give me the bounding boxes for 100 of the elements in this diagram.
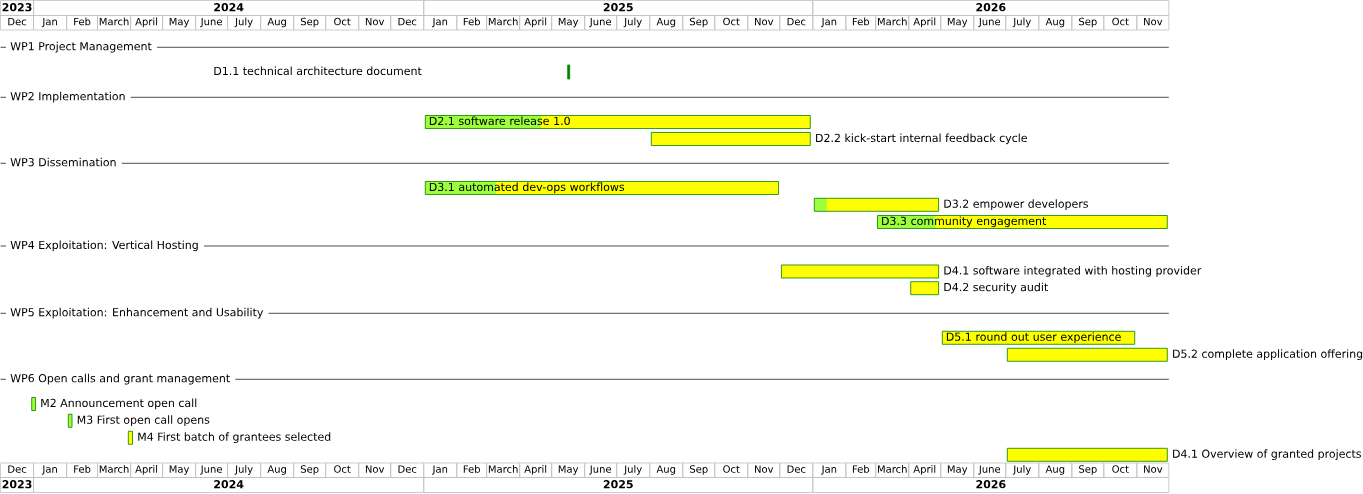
month-header-cell: March <box>875 462 910 478</box>
month-header-cell: May <box>162 15 196 31</box>
year-header-cell: 2026 <box>812 477 1170 493</box>
month-header-cell: Dec <box>0 15 34 31</box>
month-header-cell: Oct <box>1103 462 1138 478</box>
month-header-cell: Aug <box>649 462 684 478</box>
month-header-cell: March <box>486 15 521 31</box>
section-heading: WP4 Exploitation: Vertical Hosting <box>10 240 198 252</box>
month-header-cell: June <box>195 15 228 31</box>
month-header-cell: Nov <box>358 462 392 478</box>
task-label: M2 Announcement open call <box>41 398 197 410</box>
month-header-cell: April <box>519 15 553 31</box>
task-label: D4.2 security audit <box>944 282 1048 294</box>
month-header-cell: Nov <box>747 15 781 31</box>
month-header-cell: Jan <box>423 15 458 31</box>
month-header-cell: March <box>875 15 910 31</box>
month-header-cell: June <box>973 462 1007 478</box>
month-header-cell: July <box>227 462 261 478</box>
month-header-cell: Dec <box>779 462 814 478</box>
year-header-cell: 2026 <box>812 0 1170 16</box>
month-header-cell: Feb <box>845 462 877 478</box>
month-header-cell: May <box>940 462 975 478</box>
month-header-cell: Nov <box>1136 15 1170 31</box>
month-header-cell: Sep <box>1071 462 1105 478</box>
task-bar: D3.3 community engagement <box>877 215 1168 229</box>
task-label: D1.1 technical architecture document <box>214 66 422 76</box>
month-header-cell: Dec <box>0 462 34 478</box>
month-header-cell: Dec <box>390 462 425 478</box>
task-label: D2.2 kick-start internal feedback cycle <box>816 133 1027 145</box>
month-header-cell: Sep <box>682 462 716 478</box>
year-header-cell: 2025 <box>423 477 814 493</box>
task-label: M4 First batch of grantees selected <box>138 432 331 443</box>
task-label: D4.1 Overview of granted projects <box>1173 449 1361 460</box>
month-header-cell: Jan <box>33 462 67 478</box>
month-header-cell: May <box>551 15 586 31</box>
month-header-cell: Sep <box>682 15 716 31</box>
month-header-cell: March <box>486 462 521 478</box>
month-header-cell: Oct <box>325 462 360 478</box>
month-header-cell: Jan <box>33 15 67 31</box>
section-heading: WP1 Project Management <box>10 41 152 53</box>
task-label: D3.2 empower developers <box>944 199 1088 210</box>
month-header-cell: July <box>616 462 651 478</box>
month-header-cell: Sep <box>293 462 327 478</box>
month-header-cell: June <box>584 15 618 31</box>
month-header-cell: Feb <box>66 15 98 31</box>
year-header-cell: 2023 <box>0 0 34 16</box>
month-header-cell: Feb <box>66 462 98 478</box>
month-header-cell: Nov <box>358 15 392 31</box>
month-header-cell: May <box>940 15 975 31</box>
month-header-cell: Aug <box>649 15 684 31</box>
task-bar: D3.1 automated dev-ops workflows <box>424 181 779 195</box>
month-header-cell: Oct <box>325 15 360 31</box>
month-header-cell: March <box>97 462 131 478</box>
task-label: M3 First open call opens <box>77 415 210 426</box>
month-header-cell: May <box>551 462 586 478</box>
month-header-cell: March <box>97 15 131 31</box>
task-bar: D5.1 round out user experience <box>941 330 1136 345</box>
month-header-cell: Oct <box>714 462 749 478</box>
month-header-cell: Jan <box>812 15 847 31</box>
month-header-cell: Oct <box>1103 15 1138 31</box>
month-header-cell: Aug <box>260 15 295 31</box>
month-header-cell: Aug <box>1038 462 1073 478</box>
section-heading: WP5 Exploitation: Enhancement and Usability <box>10 307 264 319</box>
month-header-cell: Dec <box>390 15 425 31</box>
task-label: D5.2 complete application offering <box>1173 349 1363 360</box>
month-header-cell: June <box>584 462 618 478</box>
month-header-cell: Jan <box>812 462 847 478</box>
year-header-cell: 2023 <box>0 477 34 493</box>
month-header-cell: July <box>1005 15 1040 31</box>
section-heading: WP6 Open calls and grant management <box>10 373 230 385</box>
year-header-cell: 2024 <box>33 0 425 16</box>
section-heading: WP2 Implementation <box>10 91 125 103</box>
month-header-cell: April <box>908 462 942 478</box>
month-header-cell: Jan <box>423 462 458 478</box>
month-header-cell: Aug <box>1038 15 1073 31</box>
task-label: D4.1 software integrated with hosting provider <box>944 266 1202 277</box>
month-header-cell: June <box>195 462 228 478</box>
month-header-cell: Sep <box>293 15 327 31</box>
month-header-cell: April <box>519 462 553 478</box>
month-header-cell: Oct <box>714 15 749 31</box>
month-header-cell: Feb <box>845 15 877 31</box>
month-header-cell: Nov <box>1136 462 1170 478</box>
year-header-cell: 2024 <box>33 477 425 493</box>
milestone-marker <box>567 64 571 80</box>
month-header-cell: June <box>973 15 1007 31</box>
task-bar: D2.1 software release 1.0 <box>424 115 811 129</box>
month-header-cell: July <box>227 15 261 31</box>
month-header-cell: Feb <box>456 15 487 31</box>
month-header-cell: May <box>162 462 196 478</box>
month-header-cell: Nov <box>747 462 781 478</box>
month-header-cell: Feb <box>456 462 487 478</box>
year-header-cell: 2025 <box>423 0 814 16</box>
month-header-cell: July <box>1005 462 1040 478</box>
month-header-cell: Sep <box>1071 15 1105 31</box>
month-header-cell: July <box>616 15 651 31</box>
month-header-cell: Aug <box>260 462 295 478</box>
month-header-cell: Dec <box>779 15 814 31</box>
month-header-cell: April <box>908 15 942 31</box>
month-header-cell: April <box>130 462 163 478</box>
section-heading: WP3 Dissemination <box>10 157 116 167</box>
